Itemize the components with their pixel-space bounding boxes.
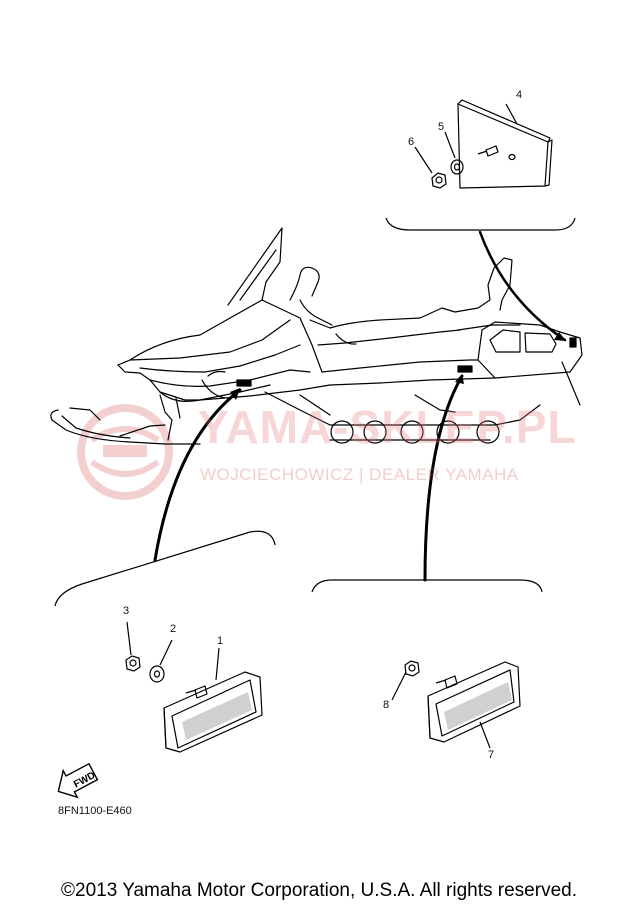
callout-6: 6 [408, 136, 415, 148]
snowmobile-illustration [50, 227, 583, 445]
callout-7: 7 [488, 749, 495, 761]
callout-4: 4 [516, 89, 523, 101]
callout-8: 8 [383, 699, 390, 711]
leader-arrowheads [230, 332, 566, 400]
washer-part-2 [149, 639, 173, 683]
reflector-left-texture [182, 692, 252, 740]
copyright-footer: ©2013 Yamaha Motor Corporation, U.S.A. A… [61, 880, 577, 901]
watermark-subtitle: WOJCIECHOWICZ | DEALER YAMAHA [200, 465, 519, 484]
section-brackets [54, 217, 576, 607]
leader-lines [153, 230, 567, 582]
fwd-arrow-icon: FWD [57, 762, 99, 799]
nut-part-8 [391, 660, 420, 701]
nut-part-6 [414, 146, 447, 189]
watermark-logo-icon [77, 404, 173, 500]
callout-5: 5 [438, 121, 445, 133]
nut-part-3 [125, 621, 141, 672]
callout-3: 3 [123, 605, 130, 617]
callout-1: 1 [217, 635, 224, 647]
reflector-rear-part [457, 99, 553, 189]
reflector-right-texture [444, 682, 512, 730]
reflector-right-part [427, 661, 521, 749]
watermark-title: YAMA-SKLEP.PL [198, 401, 577, 453]
reflector-left-part [163, 647, 263, 753]
washer-part-5 [444, 131, 464, 175]
drawing-code: 8FN1100-E460 [58, 805, 132, 817]
callout-2: 2 [170, 623, 177, 635]
